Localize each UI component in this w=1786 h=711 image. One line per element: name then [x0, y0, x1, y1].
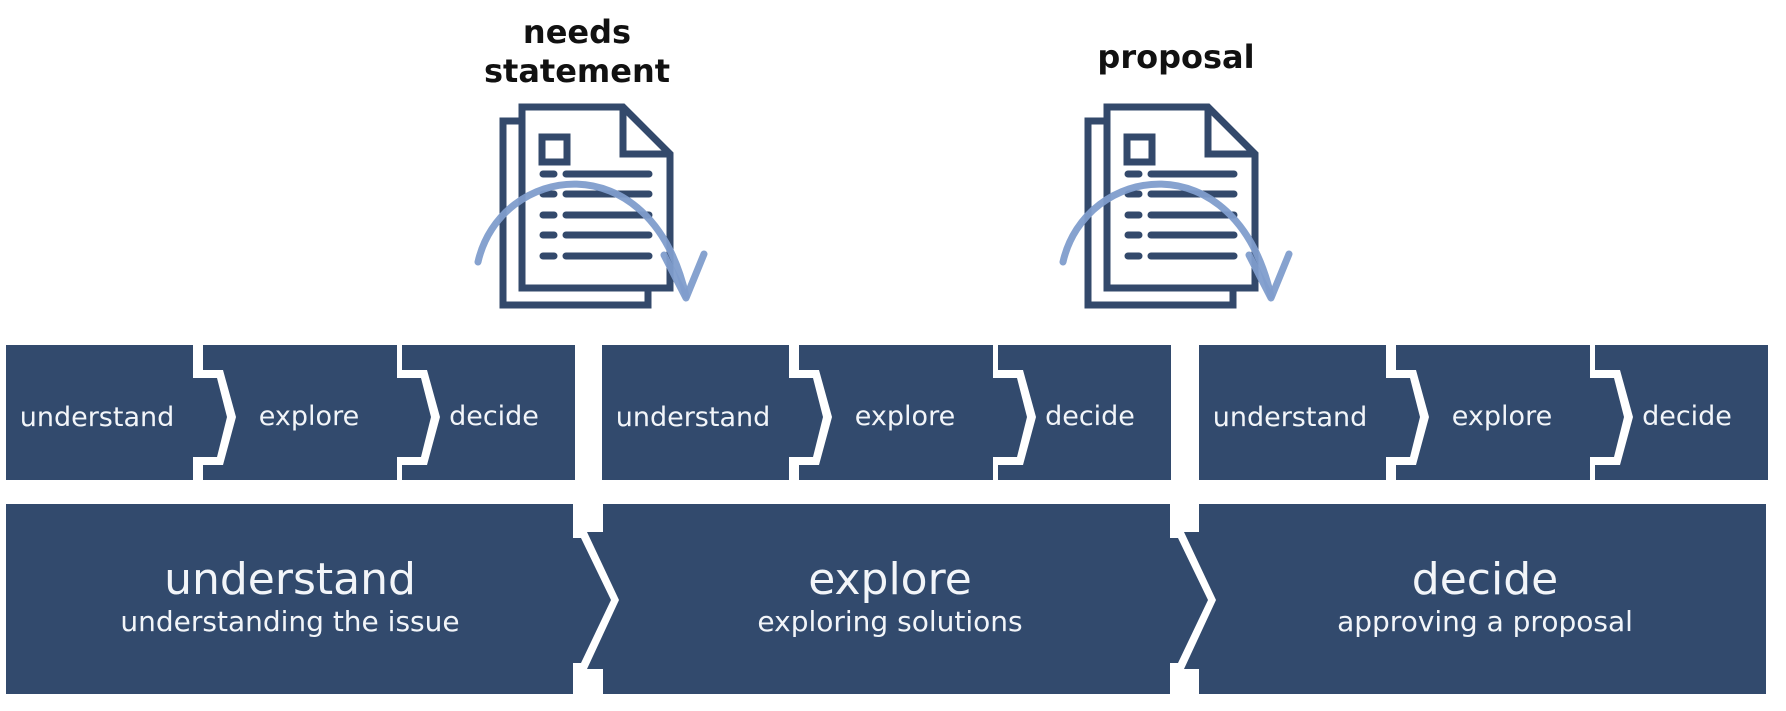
sub-step-label-decide: decide [1045, 401, 1135, 432]
sub-step-box-explore [203, 345, 431, 480]
sub-step-box-explore [1396, 345, 1624, 480]
sub-step-label-explore: explore [259, 401, 359, 432]
arc-path [474, 180, 690, 300]
sub-step-box-explore [799, 345, 1027, 480]
sub-step-box-decide [998, 345, 1171, 480]
phase-box-decide [1184, 504, 1766, 694]
sub-step-box-decide [1595, 345, 1768, 480]
sub-step-label-explore: explore [855, 401, 955, 432]
sub-step-box-understand [602, 345, 823, 480]
sub-step-label-understand: understand [1213, 402, 1368, 433]
sub-step-label-explore: explore [1452, 401, 1552, 432]
doc-label-needs: needs [523, 13, 631, 51]
sub-step-label-understand: understand [616, 402, 771, 433]
needs-statement-document: needs statement [474, 13, 708, 309]
phase-subtitle-understand: understanding the issue [120, 605, 459, 638]
phase-title-decide: decide [1412, 554, 1558, 605]
back-page-outline [1084, 117, 1237, 309]
sub-step-group-2: understand explore decide [602, 345, 1171, 480]
sub-step-label-understand: understand [20, 402, 175, 433]
image-placeholder [1123, 133, 1156, 166]
doc-label-proposal: proposal [1097, 38, 1254, 76]
back-page-fill [1088, 121, 1233, 305]
proposal-document: proposal [1059, 38, 1293, 309]
phase-subtitle-explore: exploring solutions [757, 605, 1022, 638]
sub-step-box-understand [1199, 345, 1420, 480]
image-placeholder [538, 133, 571, 166]
curved-arrow-icon [1059, 180, 1293, 302]
page-fold [1204, 107, 1255, 158]
sub-step-box-understand [6, 345, 227, 480]
doc-label-statement: statement [484, 52, 670, 90]
arrow-head [660, 250, 708, 302]
phases-row: understand understanding the issue explo… [6, 504, 1766, 694]
sub-step-group-3: understand explore decide [1199, 345, 1768, 480]
document-stack-icon [499, 103, 674, 309]
document-stack-icon [1084, 103, 1259, 309]
sub-step-group-1: understand explore decide [6, 345, 575, 480]
phase-box-explore [587, 504, 1208, 694]
page-fold [619, 107, 670, 158]
sub-step-label-decide: decide [449, 401, 539, 432]
curved-arrow-icon [474, 180, 708, 302]
back-page-fill [503, 121, 648, 305]
sub-steps-row: understand explore decide understand exp… [6, 345, 1768, 480]
sub-step-label-decide: decide [1642, 401, 1732, 432]
phase-title-understand: understand [164, 554, 416, 605]
phase-box-understand [6, 504, 611, 694]
back-page-outline [499, 117, 652, 309]
arc-path [1059, 180, 1275, 300]
sub-step-box-decide [402, 345, 575, 480]
arrow-head [1245, 250, 1293, 302]
phase-subtitle-decide: approving a proposal [1337, 605, 1633, 638]
phase-title-explore: explore [808, 554, 972, 605]
